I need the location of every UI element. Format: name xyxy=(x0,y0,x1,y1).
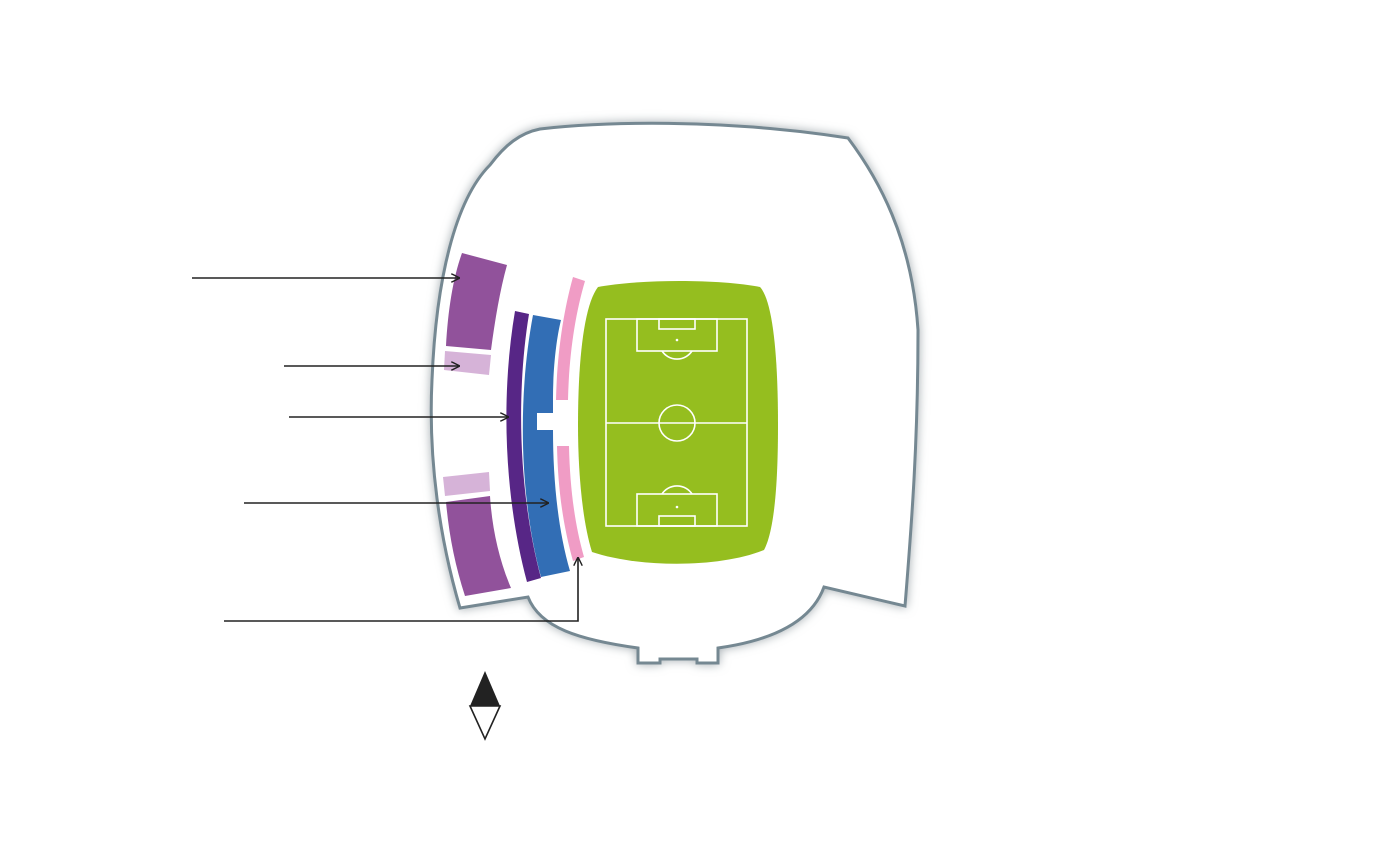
callout-arrows xyxy=(192,278,578,622)
top-goal-area xyxy=(658,318,696,330)
light-purple-sector-south[interactable] xyxy=(443,472,490,496)
compass-north-half xyxy=(470,671,500,706)
top-penalty-arc xyxy=(661,350,693,360)
upper-purple-sector-north[interactable] xyxy=(446,253,507,350)
dark-purple-ring[interactable] xyxy=(506,311,541,582)
centre-circle xyxy=(658,404,696,442)
bottom-goal-area xyxy=(658,515,696,527)
pink-pitchside-south[interactable] xyxy=(557,446,584,561)
north-arrow-icon xyxy=(468,671,502,741)
bottom-penalty-arc xyxy=(661,485,693,495)
top-penalty-spot xyxy=(675,338,679,342)
blue-tier[interactable] xyxy=(522,315,570,577)
football-pitch xyxy=(578,281,778,564)
compass-south-half xyxy=(468,705,502,741)
pink-pitchside-north[interactable] xyxy=(556,277,585,400)
seating-sectors xyxy=(443,253,585,596)
upper-purple-sector-south[interactable] xyxy=(446,496,511,596)
bottom-penalty-spot xyxy=(675,505,679,509)
callout-pink-pitchside xyxy=(224,558,578,622)
pitch-markings xyxy=(605,318,748,527)
